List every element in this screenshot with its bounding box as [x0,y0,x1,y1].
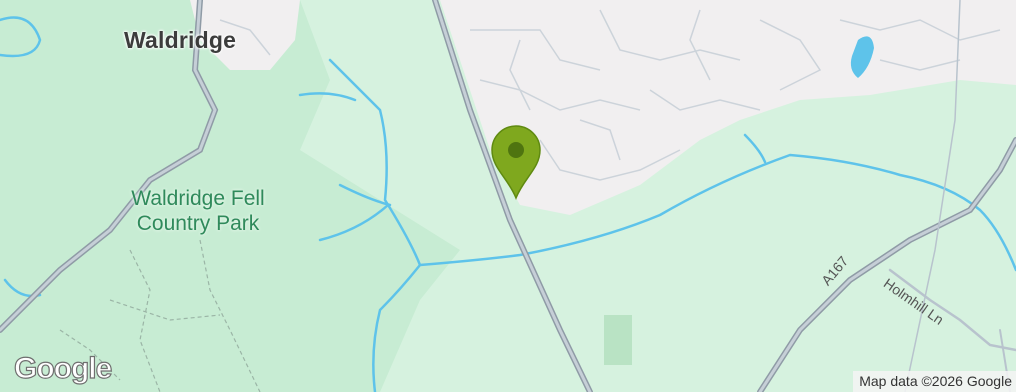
map-pin-icon[interactable] [488,122,544,202]
google-logo: Google [13,351,113,385]
map-pin-shape [491,125,541,201]
footpaths [59,239,261,392]
park-area [0,0,460,392]
map-attribution[interactable]: Map data ©2026 Google [853,371,1016,392]
park-label: Waldridge Fell Country Park [98,186,298,236]
park-label-line2: Country Park [136,212,260,235]
park-label-line1: Waldridge Fell [131,187,265,210]
field [604,315,632,365]
place-label-waldridge: Waldridge [124,27,237,53]
lake [850,36,874,78]
residential-streets [219,9,1001,181]
urban-area-west [190,0,300,70]
